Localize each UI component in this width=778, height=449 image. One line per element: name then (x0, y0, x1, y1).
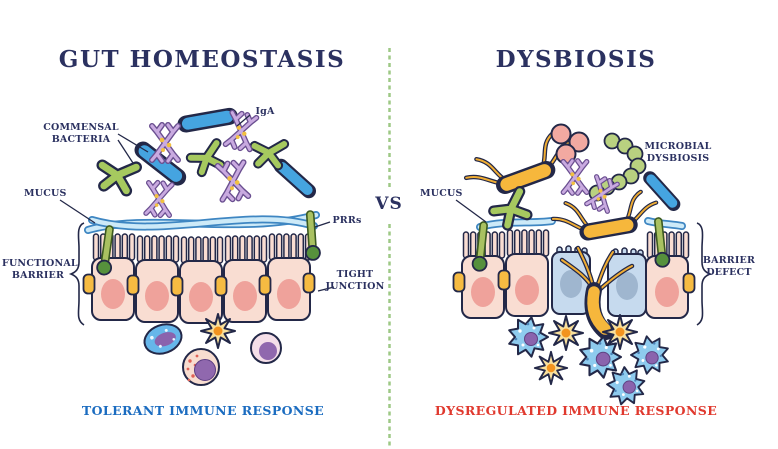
dendritic-cell (200, 313, 236, 349)
right-immune-cells (508, 314, 676, 410)
right-caption: DYSREGULATED IMMUNE RESPONSE (434, 403, 718, 418)
granulocyte-cell (182, 348, 220, 386)
left-mucus-layer (84, 211, 320, 234)
iga-antibody (563, 161, 586, 193)
left-caption: TOLERANT IMMUNE RESPONSE (81, 403, 325, 418)
iga-antibody (146, 182, 172, 216)
lymphocyte-cell (143, 323, 183, 355)
blue-rod-bacterium (650, 178, 674, 204)
dendritic-cell (548, 315, 584, 351)
commensal-bacteria-group (97, 116, 309, 192)
versus-label: VS (375, 194, 403, 214)
iga-antibody (152, 125, 178, 161)
label-functional-barrier: FUNCTIONAL BARRIER (2, 258, 78, 281)
green-branched-bacterium (252, 140, 284, 167)
regulatory-cell (250, 332, 282, 364)
blue-rod-bacterium (281, 166, 309, 191)
dendritic-cell (533, 350, 569, 386)
dysbiotic-microbes-group (461, 125, 673, 238)
label-prrs: PRRs (332, 215, 362, 226)
blue-rod-bacterium (186, 116, 229, 124)
label-microbial-dysbiosis: MICROBIAL DYSBIOSIS (644, 141, 712, 164)
macrophage-cell (579, 335, 623, 379)
right-title: DYSBIOSIS (495, 46, 657, 73)
label-commensal-bacteria: COMMENSAL BACTERIA (43, 122, 119, 145)
label-tight-junction: TIGHT JUNCTION (325, 269, 385, 292)
invading-bacterium (559, 245, 635, 340)
iga-antibody (218, 161, 249, 200)
left-annotation-lines (59, 114, 335, 326)
epithelial-cell (505, 253, 549, 317)
label-iga: IgA (255, 106, 275, 117)
barrier-defect-brace (696, 222, 713, 326)
label-mucus-left: MUCUS (24, 188, 67, 199)
macrophage-cell (508, 316, 549, 358)
damaged-epithelial-cell (607, 247, 647, 317)
left-title: GUT HOMEOSTASIS (58, 46, 346, 73)
left-immune-cells (143, 313, 282, 386)
label-mucus-right: MUCUS (420, 188, 463, 199)
functional-barrier-brace (68, 222, 85, 326)
cocci-cluster (550, 123, 590, 165)
green-branched-bacterium (97, 159, 136, 193)
label-barrier-defect: BARRIER DEFECT (702, 255, 756, 278)
left-epithelium (82, 233, 316, 324)
right-annotation-lines (455, 199, 713, 326)
